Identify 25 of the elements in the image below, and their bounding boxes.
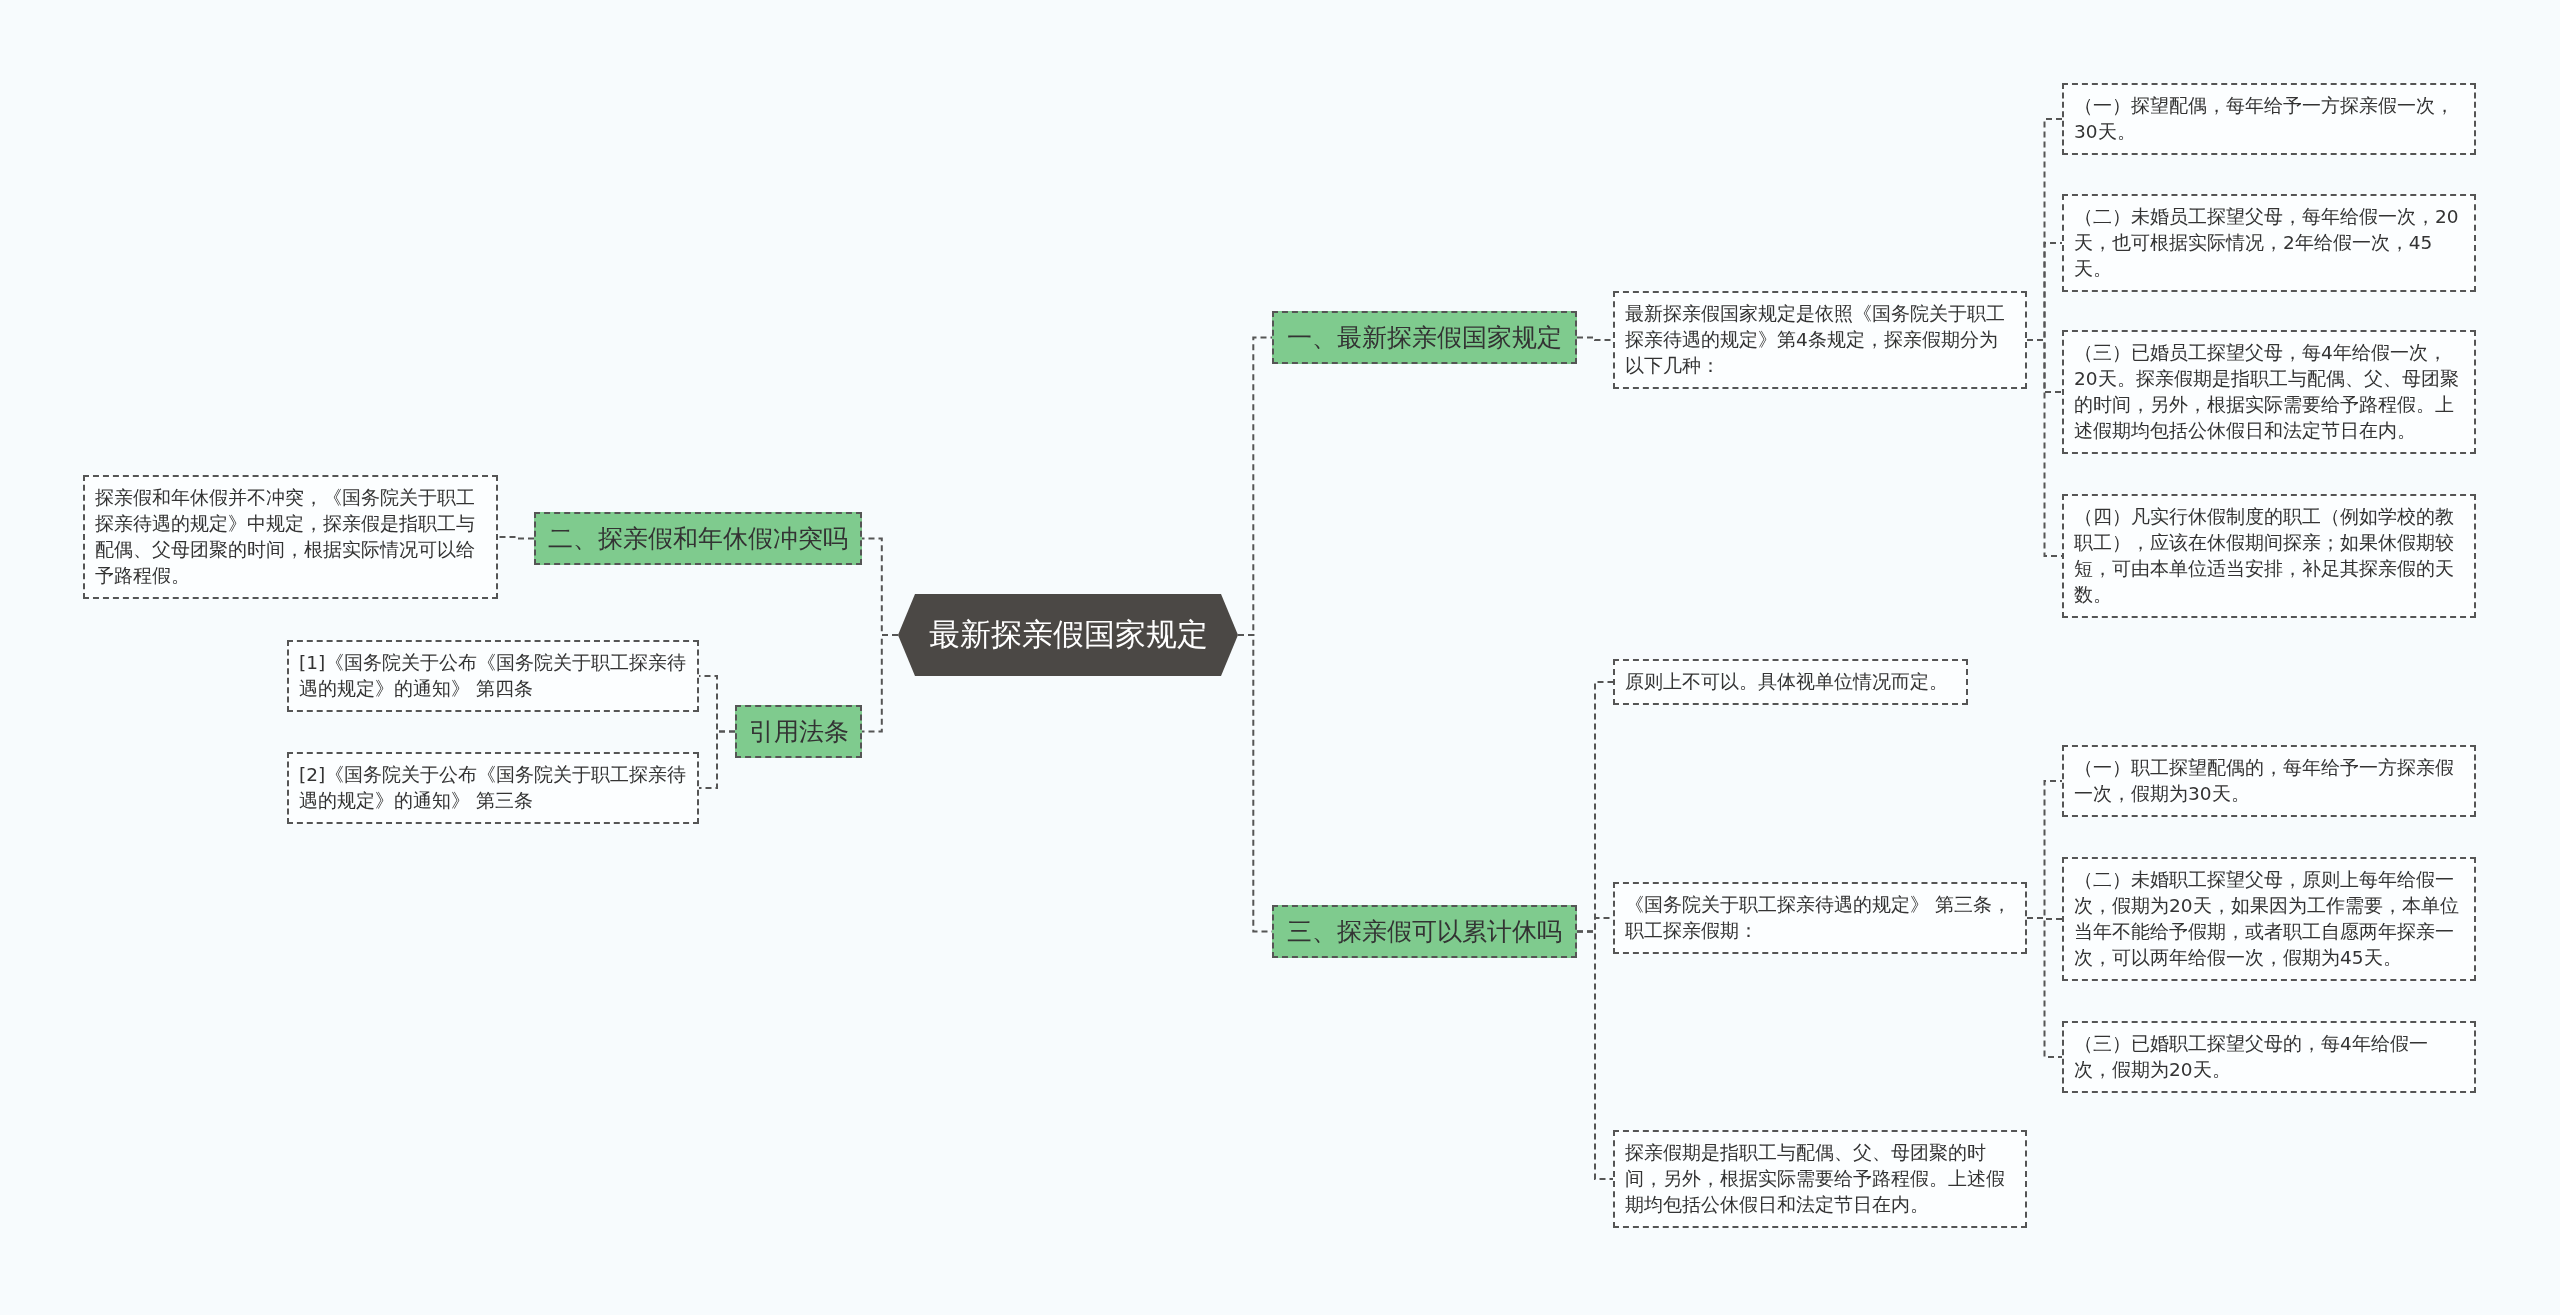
note-box: 原则上不可以。具体视单位情况而定。 xyxy=(1613,659,1968,705)
connector xyxy=(1576,930,1614,1180)
connector xyxy=(698,730,736,789)
connector xyxy=(1576,336,1614,341)
connector xyxy=(861,634,899,733)
note-box: 探亲假和年休假并不冲突，《国务院关于职工探亲待遇的规定》中规定，探亲假是指职工与配偶、父母团聚的时间，根据实际情况可以给予路程假。 xyxy=(83,475,498,599)
note-box: 探亲假期是指职工与配偶、父、母团聚的时间，另外，根据实际需要给予路程假。上述假期均包括公休假日和法定节日在内。 xyxy=(1613,1130,2027,1228)
connector xyxy=(497,536,535,540)
topic-box: 引用法条 xyxy=(735,705,862,758)
topic-box: 二、探亲假和年休假冲突吗 xyxy=(534,512,862,565)
note-box: 最新探亲假国家规定是依照《国务院关于职工探亲待遇的规定》第4条规定，探亲假期分为以下几种： xyxy=(1613,291,2027,389)
central-topic: 最新探亲假国家规定 xyxy=(898,594,1238,676)
note-box: （二）未婚员工探望父母，每年给假一次，20天，也可根据实际情况，2年给假一次，45天。 xyxy=(2062,194,2476,292)
note-box: 《国务院关于职工探亲待遇的规定》 第三条，职工探亲假期： xyxy=(1613,882,2027,954)
note-box: （一）探望配偶，每年给予一方探亲假一次，30天。 xyxy=(2062,83,2476,155)
note-box: [2]《国务院关于公布《国务院关于职工探亲待遇的规定》的通知》 第三条 xyxy=(287,752,699,824)
note-box: （一）职工探望配偶的，每年给予一方探亲假一次，假期为30天。 xyxy=(2062,745,2476,817)
note-box: （三）已婚职工探望父母的，每4年给假一次，假期为20天。 xyxy=(2062,1021,2476,1093)
topic-box: 一、最新探亲假国家规定 xyxy=(1272,311,1577,364)
topic-box: 三、探亲假可以累计休吗 xyxy=(1272,905,1577,958)
connector xyxy=(2026,917,2063,1058)
note-box: [1]《国务院关于公布《国务院关于职工探亲待遇的规定》的通知》 第四条 xyxy=(287,640,699,712)
note-box: （三）已婚员工探望父母，每4年给假一次，20天。探亲假期是指职工与配偶、父、母团聚的时间，另外，根据实际需要给予路程假。上述假期均包括公休假日和法定节日在内。 xyxy=(2062,330,2476,454)
note-box: （二）未婚职工探望父母，原则上每年给假一次，假期为20天，如果因为工作需要，本单位当年不能给予假期，或者职工自愿两年探亲一次，可以两年给假一次，假期为45天。 xyxy=(2062,857,2476,981)
note-box: （四）凡实行休假制度的职工（例如学校的教职工），应该在休假期间探亲；如果休假期较短，可由本单位适当安排，补足其探亲假的天数。 xyxy=(2062,494,2476,618)
